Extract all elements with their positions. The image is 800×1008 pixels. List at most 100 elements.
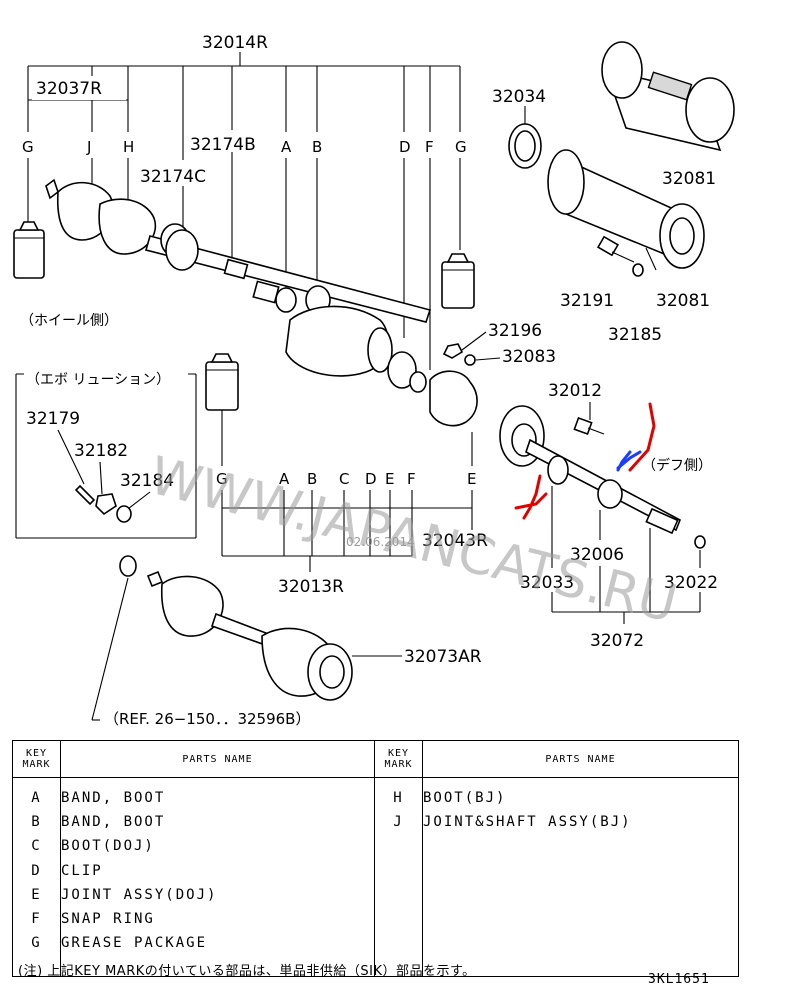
housing-32081-bottom — [547, 149, 705, 269]
part-name: SNAP RING — [61, 910, 155, 927]
parts-name-header: PARTS NAME — [422, 740, 739, 778]
right-name-column: BOOT(BJ) JOINT&SHAFT ASSY(BJ) — [422, 777, 739, 977]
part-name: BAND, BOOT — [61, 814, 166, 831]
washer-32184 — [116, 505, 132, 523]
part-name: JOINT&SHAFT ASSY(BJ) — [423, 814, 632, 831]
callout-32081-top: 32081 — [662, 169, 716, 189]
key-letter: B — [312, 138, 322, 156]
housing-32081-top — [601, 41, 735, 152]
part-name: BOOT(BJ) — [423, 790, 507, 806]
part-name: GREASE PACKAGE — [61, 935, 208, 952]
key-letter: F — [425, 138, 434, 156]
snap-ring-lower — [119, 555, 137, 577]
washer-32185 — [632, 263, 644, 277]
key-letter: G — [216, 470, 228, 488]
blue-annotation-stroke — [616, 450, 632, 472]
callout-32012: 32012 — [548, 381, 602, 401]
key-mark: H — [393, 790, 404, 806]
callout-32037R: 32037R — [36, 79, 102, 99]
key-mark: B — [31, 814, 42, 831]
driveshaft-top — [45, 178, 432, 323]
callout-32174B: 32174B — [190, 135, 256, 155]
key-mark: D — [31, 862, 42, 879]
left-name-column: BAND, BOOT BAND, BOOT BOOT(DOJ) CLIP JOI… — [60, 777, 375, 977]
label-evolution: （エボ リューション） — [26, 372, 170, 388]
key-letter: B — [307, 470, 317, 488]
ref-note: （REF. 26−150．．32596B） — [104, 710, 310, 728]
key-mark: E — [31, 886, 42, 903]
key-letter: H — [123, 138, 134, 156]
exploded-diagram: 32014R 32037R 32174B 32174C G J H A B D … — [13, 33, 735, 728]
key-mark: J — [393, 814, 404, 831]
red-annotation-stroke — [628, 402, 656, 472]
part-name: CLIP — [61, 862, 103, 879]
callout-32073AR: 32073AR — [404, 647, 482, 667]
page-code: 3KL1651 — [648, 972, 710, 987]
grease-package-right — [441, 253, 475, 309]
key-letter: G — [455, 138, 467, 156]
castle-nut-32182 — [95, 493, 117, 516]
right-key-column: H J — [374, 777, 423, 977]
parts-name-header: PARTS NAME — [60, 740, 375, 778]
callout-32083: 32083 — [502, 347, 556, 367]
key-mark: A — [31, 790, 42, 806]
callout-32174C: 32174C — [140, 167, 206, 187]
callout-32191: 32191 — [560, 291, 614, 311]
key-letter: G — [22, 138, 34, 156]
key-letter: J — [86, 138, 91, 156]
callout-32006: 32006 — [570, 545, 624, 565]
key-letter: D — [399, 138, 411, 156]
left-key-column: A B C D E F G — [12, 777, 61, 977]
label-bg — [32, 76, 126, 100]
watermark-date: 02.06.2014 — [346, 535, 415, 549]
doj-boot-assembly — [285, 305, 478, 427]
key-letter: D — [365, 470, 377, 488]
callout-32034: 32034 — [492, 87, 546, 107]
footnote: (注) 上記KEY MARKの付いている部品は、単品非供給（SIK）部品を示す。 — [18, 964, 476, 979]
key-letter: E — [467, 470, 476, 488]
callout-32033: 32033 — [520, 573, 574, 593]
callout-32043R: 32043R — [422, 531, 488, 551]
key-letter: C — [339, 470, 349, 488]
key-mark: C — [31, 838, 42, 855]
part-name: JOINT ASSY(DOJ) — [61, 886, 218, 903]
callout-32182: 32182 — [74, 441, 128, 461]
callout-32072: 32072 — [590, 631, 644, 651]
key-letter: A — [281, 138, 292, 156]
part-name: BAND, BOOT — [61, 790, 166, 806]
bracket-32013R — [221, 404, 473, 572]
callout-32196: 32196 — [488, 321, 542, 341]
key-letter: E — [385, 470, 394, 488]
grease-package-mid — [205, 353, 239, 411]
grease-package-left — [13, 221, 45, 279]
key-mark: G — [31, 935, 42, 952]
red-annotation-stroke — [522, 474, 542, 520]
key-letter: A — [279, 470, 290, 488]
label-diff-side: （デフ側） — [642, 457, 712, 474]
output-shaft-32072 — [499, 405, 682, 535]
callout-32013R: 32013R — [278, 577, 344, 597]
callout-32179: 32179 — [26, 409, 80, 429]
callout-32014R: 32014R — [202, 33, 268, 53]
driveshaft-lower — [146, 570, 353, 701]
bolt-32191 — [596, 235, 635, 263]
label-wheel-side: （ホイール側） — [20, 313, 118, 329]
cotter-pin-32179 — [74, 484, 96, 506]
callout-32022: 32022 — [664, 573, 718, 593]
part-name: BOOT(DOJ) — [61, 838, 155, 855]
washer-32083 — [464, 354, 476, 366]
bolt-32012 — [573, 416, 605, 436]
red-annotation-stroke — [514, 492, 548, 510]
callout-32185: 32185 — [608, 325, 662, 345]
snap-ring-32022 — [694, 535, 706, 549]
key-mark: F — [31, 910, 42, 927]
key-letter: F — [407, 470, 416, 488]
callout-32081-bottom: 32081 — [656, 291, 710, 311]
callout-32184: 32184 — [120, 471, 174, 491]
nut-32196 — [442, 343, 464, 359]
